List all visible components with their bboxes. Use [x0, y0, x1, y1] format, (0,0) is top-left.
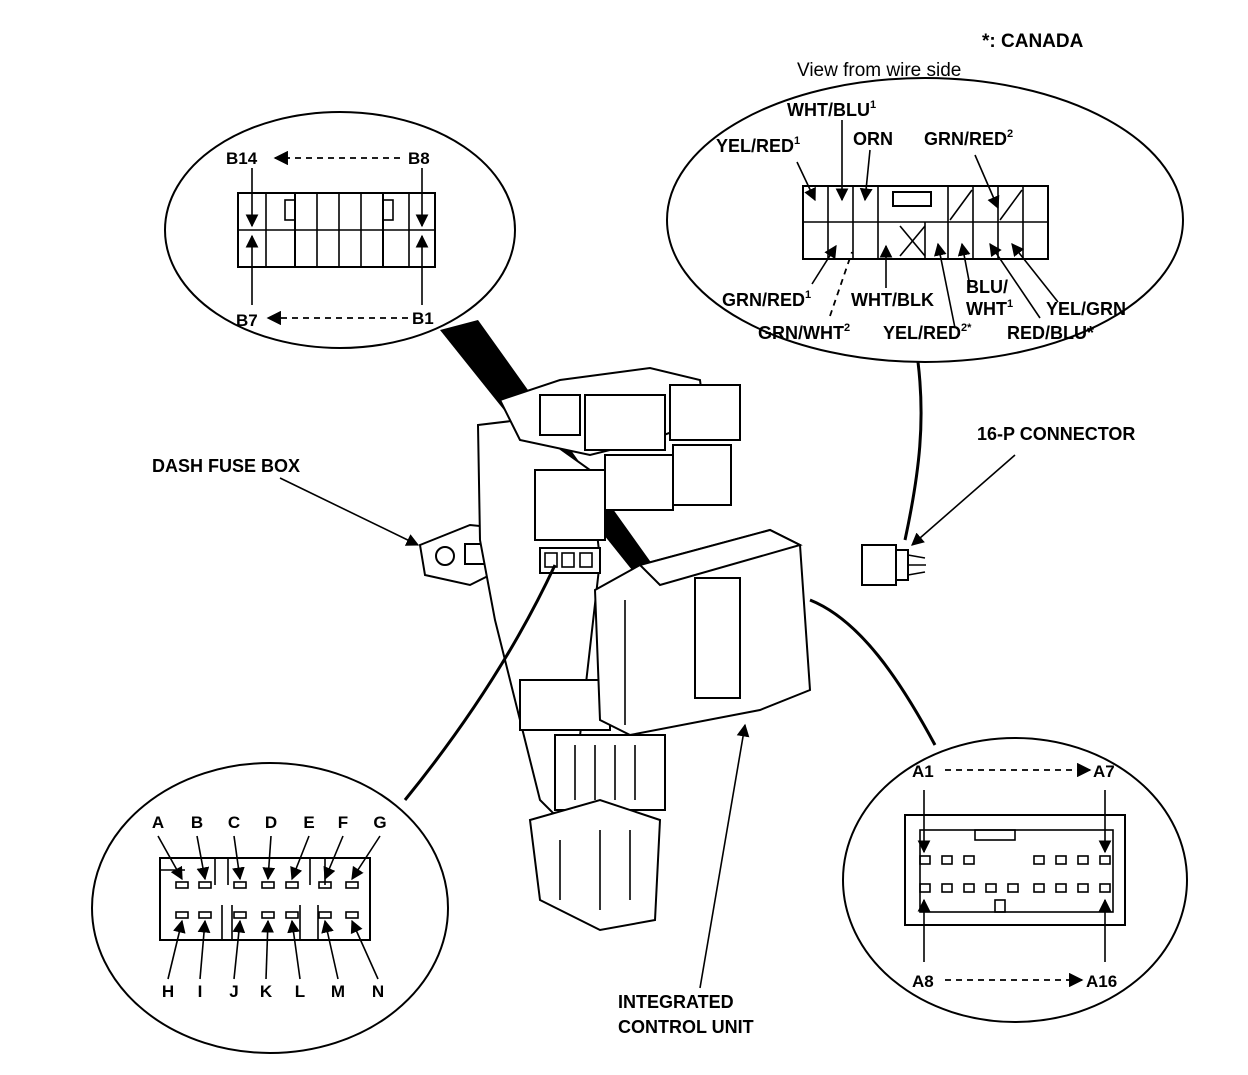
pin-a-slot: [963, 883, 975, 893]
wire-yel-grn: YEL/GRN: [1046, 299, 1126, 319]
pin-a-slot: [1055, 883, 1067, 893]
wire-grn-wht-2: GRN/WHT2: [758, 322, 850, 343]
connector-letters-outline: [91, 762, 449, 1054]
pin-a1: A1: [912, 762, 934, 781]
pin-leader: [290, 835, 310, 881]
pin-label-i: I: [198, 982, 203, 1001]
connector-b-outline: [164, 111, 516, 349]
pin-d: [261, 881, 275, 889]
pin-e: [285, 881, 299, 889]
label-16p-connector: 16-P CONNECTOR: [977, 424, 1135, 444]
pin-leader: [323, 835, 344, 881]
connector-16p-plug: 16-P CONNECTOR: [861, 424, 1135, 586]
pin-label-j: J: [229, 982, 238, 1001]
pin-a-slot: [1099, 855, 1111, 865]
wire-grn-red-2: GRN/RED2: [924, 128, 1013, 149]
pin-a-slot: [941, 855, 953, 865]
pin-label-d: D: [265, 813, 277, 832]
footnote-canada: *: CANADA: [982, 31, 1084, 52]
pin-a-slot: [1055, 855, 1067, 865]
pin-label-f: F: [338, 813, 348, 832]
pin-leader: [350, 919, 379, 980]
pin-n: [345, 911, 359, 919]
pin-b14: B14: [226, 149, 258, 168]
pin-label-a: A: [152, 813, 164, 832]
connector-a-bubble: A1 A7 A8 A16: [842, 737, 1188, 1023]
pin-a-slot: [1007, 883, 1019, 893]
pin-a-slot: [941, 883, 953, 893]
pin-leader: [321, 919, 339, 980]
connector-a-leader: [809, 598, 937, 746]
pin-b8: B8: [408, 149, 430, 168]
connector-16p-bubble: WHT/BLU1 YEL/RED1 ORN GRN/RED2 GRN/RED1 …: [666, 77, 1184, 541]
view-from-wire-side: View from wire side: [797, 60, 961, 81]
pin-label-b: B: [191, 813, 203, 832]
pin-a16: A16: [1086, 972, 1117, 991]
pin-a-slot: [919, 883, 931, 893]
pin-label-h: H: [162, 982, 174, 1001]
wire-blu-wht-line2: WHT1: [966, 298, 1013, 319]
pin-leader: [232, 919, 246, 980]
pin-f: [318, 881, 332, 889]
wire-orn: ORN: [853, 129, 893, 149]
pin-b1: B1: [412, 309, 434, 328]
pin-m: [318, 911, 332, 919]
pin-a8: A8: [912, 972, 934, 991]
pin-b: [198, 881, 212, 889]
pin-label-k: K: [260, 982, 273, 1001]
pin-a: [175, 881, 189, 889]
pin-leader: [261, 919, 274, 980]
pin-a-slot: [963, 855, 975, 865]
connector-16p-leader: [903, 361, 923, 541]
wire-yel-red-1: YEL/RED1: [716, 135, 800, 156]
pin-label-n: N: [372, 982, 384, 1001]
pin-g: [345, 881, 359, 889]
pin-c: [233, 881, 247, 889]
pin-a-slot: [919, 855, 931, 865]
wire-grn-red-1: GRN/RED1: [722, 289, 811, 310]
pin-leader: [167, 919, 186, 980]
wire-wht-blk: WHT/BLK: [851, 290, 934, 310]
connector-16p-outline: [666, 77, 1184, 363]
pin-label-g: G: [373, 813, 386, 832]
label-icu-line1: INTEGRATED: [618, 992, 734, 1012]
pin-h: [175, 911, 189, 919]
pin-a-slot: [1099, 883, 1111, 893]
wire-blu-wht-line1: BLU/: [966, 277, 1008, 297]
dash-fuse-box: [403, 366, 937, 932]
connector-letters-leader: [403, 564, 557, 801]
pin-leader: [197, 919, 211, 980]
icu-label-plate: [694, 577, 741, 699]
label-dash-fuse-box: DASH FUSE BOX: [152, 456, 300, 476]
pin-k: [261, 911, 275, 919]
pin-label-c: C: [228, 813, 240, 832]
wire-red-blu: RED/BLU*: [1007, 323, 1094, 343]
pin-leader: [196, 835, 210, 881]
pin-a-slot: [1077, 855, 1089, 865]
pin-a-slot: [1077, 883, 1089, 893]
wire-wht-blu: WHT/BLU1: [787, 99, 876, 120]
pin-a-slot: [1033, 883, 1045, 893]
pin-leader: [262, 835, 276, 881]
pin-a7: A7: [1093, 762, 1115, 781]
pin-label-e: E: [303, 813, 314, 832]
pin-i: [198, 911, 212, 919]
wire-yel-red-2: YEL/RED2*: [883, 322, 972, 343]
connector-a-outline: [842, 737, 1188, 1023]
pin-b7: B7: [236, 311, 258, 330]
pin-leader: [351, 835, 381, 881]
pin-a-slot: [985, 883, 997, 893]
pin-label-l: L: [295, 982, 305, 1001]
connector-letters-bubble: A B C D E F G H I J K L M N: [91, 762, 449, 1054]
pin-label-m: M: [331, 982, 345, 1001]
pin-leader: [232, 835, 245, 881]
pin-a-slot: [1033, 855, 1045, 865]
pin-l: [285, 911, 299, 919]
pin-leader: [287, 919, 301, 980]
label-icu-line2: CONTROL UNIT: [618, 1017, 754, 1037]
pin-j: [233, 911, 247, 919]
pin-leader: [157, 835, 183, 881]
